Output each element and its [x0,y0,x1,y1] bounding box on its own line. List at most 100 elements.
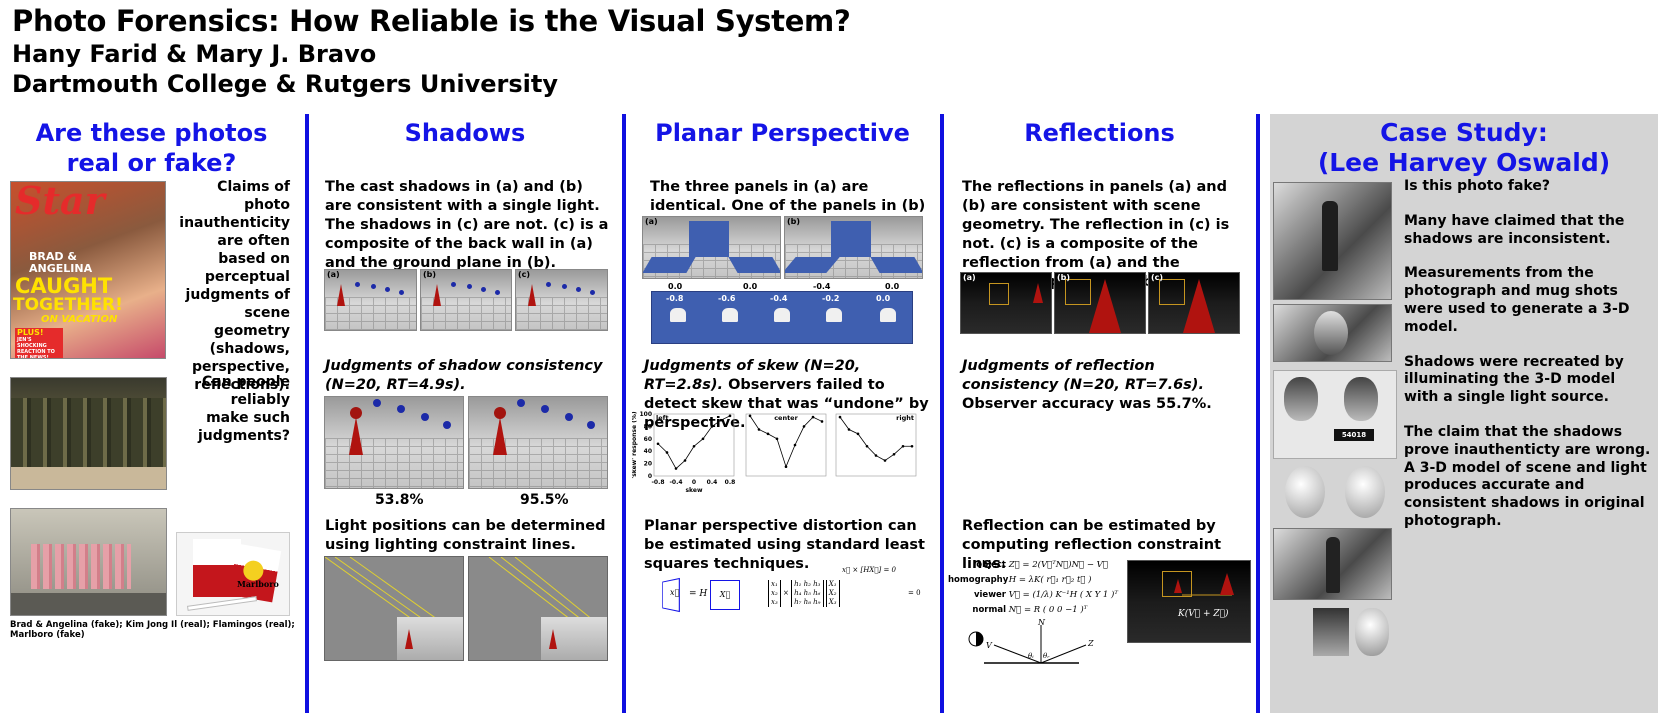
sink-counter [11,593,166,615]
data-point [775,437,779,441]
photos-caption: Brad & Angelina (fake); Kim Jong Il (rea… [10,620,295,640]
data-point [847,428,851,431]
flamingos-photo [10,508,167,616]
data-point [892,453,896,456]
y-tick-label: 0 [648,473,652,480]
lamp-1 [670,308,686,322]
data-point [820,420,824,423]
y-tick-label: 20 [644,461,652,468]
section-title-real-or-fake: Are these photos real or fake? [0,118,303,178]
eq-row-homography: homography H = λK( r⃗₁ r⃗₂ t⃗ ) [948,573,1124,588]
mugshot-number: 54018 [1334,429,1374,441]
data-point [802,425,806,428]
magazine-cover-photo: Star BRAD & ANGELINA CAUGHT TOGETHER! ON… [10,181,166,359]
lamp-3 [774,308,790,322]
data-point [701,437,705,441]
data-point [748,414,752,418]
lamp-value-4: -0.2 [822,294,840,303]
case-paragraph-1: Is this photo fake? [1404,178,1550,194]
panel-frame [745,413,827,477]
reflection-equations: object Z⃗ = 2(V⃗ᵀN⃗)N⃗ − V⃗ homography H… [948,558,1124,618]
light-constraint-text: Light positions can be determined using … [325,518,606,553]
eq-normal: N⃗ = R ( 0 0 −1 )ᵀ [1008,605,1088,615]
panel-right [870,257,922,273]
eq-object: Z⃗ = 2(V⃗ᵀN⃗)N⃗ − V⃗ [1008,560,1108,570]
lamp-value-3: -0.4 [770,294,788,303]
diagram-n-label: N [1038,618,1045,627]
magazine-plus: PLUS! [17,328,44,337]
skew-judgments-italic: Judgments of skew (N=20, RT=2.8s). [644,358,861,393]
shadow-panel-b: (b) [420,269,512,331]
model-head-left [1285,466,1325,518]
skew-judgments: Judgments of skew (N=20, RT=2.8s). Obser… [644,357,934,433]
data-point [656,442,660,446]
data-point [838,415,842,419]
x-tick-label: -0.8 [651,479,664,486]
case-paragraph-4: Shadows were recreated by illuminating t… [1404,353,1624,406]
title-line-2: real or fake? [66,149,237,177]
panel-frame [653,413,735,477]
data-point [665,451,669,454]
panel-label-c: (c) [1151,273,1164,282]
data-point [901,444,905,448]
shadow-panel-c: (c) [515,269,608,331]
lamp-strip: -0.8 -0.6 -0.4 -0.2 0.0 [651,291,913,344]
data-point [784,465,788,468]
face-comparison [1313,608,1391,658]
eq-zero: = 0 [908,589,921,597]
column-real-or-fake: Are these photos real or fake? Star BRAD… [0,114,303,713]
panel-label-c: (c) [518,270,531,279]
reflection-judgments: Judgments of reflection consistency (N=2… [962,357,1247,414]
case-study-text: Is this photo fake? Many have claimed th… [1404,178,1654,531]
poster-authors: Hany Farid & Mary J. Bravo [12,40,377,68]
reflection-diagram [968,625,1087,664]
y-tick-label: 100 [639,411,652,418]
oswald-figure [1322,201,1338,271]
skew-value-4: 0.0 [885,282,900,291]
kim-jong-il-photo [10,377,167,490]
data-point [856,432,860,436]
panel-label-b: (b) [423,270,437,279]
case-paragraph-2: Many have claimed that the shadows are i… [1404,212,1625,247]
x-axis-label: skew [685,487,702,494]
column-divider-4 [1256,114,1260,713]
magazine-headline-3: CAUGHT [15,274,113,298]
data-point [719,418,723,422]
mugshot-front [1344,377,1378,421]
magazine-sub: ON VACATION [41,314,118,325]
data-point [865,444,869,448]
panel-title: center [774,414,798,422]
data-point [710,425,714,428]
photo-floor [11,467,166,489]
data-point [793,443,797,447]
shadow-judgments: Judgments of shadow consistency (N=20, R… [325,358,603,393]
reflection-judgments-italic: Judgments of reflection consistency (N=2… [962,358,1204,393]
shadow-example-right [468,396,608,489]
rendered-scene-photo [1273,528,1392,600]
magazine-headline-4: TOGETHER! [13,295,123,315]
poster-institutions: Dartmouth College & Rutgers University [12,70,559,98]
rendered-figure [1326,537,1340,593]
panel-label-a: (a) [645,217,658,226]
panel-left [643,257,696,273]
accuracy-right: 95.5% [520,492,569,508]
eq-row-object: object Z⃗ = 2(V⃗ᵀN⃗)N⃗ − V⃗ [948,558,1124,573]
skew-value-1: 0.0 [668,282,683,291]
eq-viewer: V⃗ = (1/λ) K⁻¹H ( X Y 1 )ᵀ [1008,590,1118,600]
section-title-planar-perspective: Planar Perspective [655,119,910,147]
cigarette [186,596,258,611]
eq-label-viewer: viewer [973,590,1006,600]
case-paragraph-5: The claim that the shadows prove inauthe… [1404,423,1651,529]
eq-label-normal: normal [972,605,1006,615]
series-line [657,415,731,470]
panel-title: right [896,414,914,422]
question-text: Can people reliably make such judgments? [197,374,290,444]
face-model [1355,608,1389,656]
data-point [674,467,678,470]
case-title-line-2: (Lee Harvey Oswald) [1317,148,1611,177]
data-point [692,444,696,448]
shadows-intro: The cast shadows in (a) and (b) are cons… [325,179,609,271]
diagram-v-label: V [986,641,992,650]
scene-inset-left [397,617,463,660]
